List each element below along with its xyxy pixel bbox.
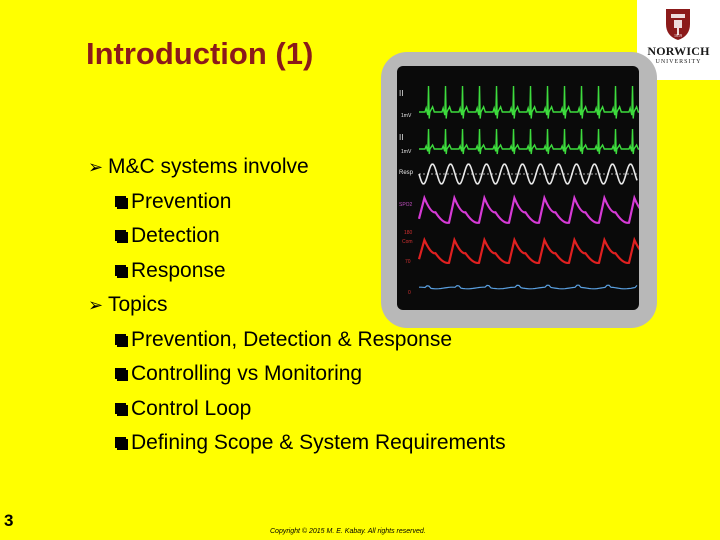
bullet-text: Prevention, Detection & Response [131,327,453,351]
bullet-item: ➢M&C systems involve [88,150,506,185]
monitor-waveforms: II 1mV II 1mV Resp SPO2 180 Com 70 0 [399,85,639,296]
label-spo2: SPO2 [399,202,413,208]
bullet-text: Control Loop [131,396,252,420]
ecg-waveform-top [419,85,639,119]
bullet-text: Response [131,258,226,282]
sub-bullet-item: Prevention [88,185,506,220]
monitor-screen: II 1mV II 1mV Resp SPO2 180 Com 70 0 [397,66,639,310]
logo-name: NORWICH [647,44,710,58]
bullet-text: M&C systems involve [108,155,309,178]
copyright-notice: Copyright © 2015 M. E. Kabay. All rights… [270,528,426,535]
square-bullet-icon [115,195,129,210]
square-bullet-icon [115,368,129,382]
label-abp-70: 70 [405,259,411,265]
patient-monitor-image: II 1mV II 1mV Resp SPO2 180 Com 70 0 [381,52,657,328]
sub-bullet-item: Defining Scope & System Requirements [88,426,506,461]
sub-bullet-item: Response [88,254,506,289]
label-zero: 0 [408,290,411,296]
square-bullet-icon [115,230,129,244]
bullet-text: Detection [131,224,220,247]
sub-bullet-item: Controlling vs Monitoring [88,357,506,392]
bottom-waveform [419,284,638,290]
sub-bullet-item: Detection [88,219,506,254]
square-bullet-icon [115,264,129,279]
label-resp: Resp [399,170,414,176]
square-bullet-icon [115,402,129,417]
resp-waveform [418,163,638,185]
label-abp-180: 180 [404,230,413,236]
label-ii-mid: II [399,133,403,142]
label-abp-name: Com [402,239,413,245]
sub-bullet-item: Prevention, Detection & Response [88,323,506,358]
abp-waveform [417,236,639,265]
label-mv-mid: 1mV [401,149,412,155]
square-bullet-icon [115,333,129,348]
square-bullet-icon [115,437,129,451]
label-ii-top: II [399,89,403,98]
arrow-bullet-icon: ➢ [88,157,104,177]
bullet-text: Prevention [131,189,232,213]
bullet-text: Defining Scope & System Requirements [131,431,506,454]
sub-bullet-item: Control Loop [88,392,506,427]
bullet-text: Topics [108,293,168,316]
crest-year: 1819 [674,33,682,38]
label-mv-top: 1mV [401,113,412,119]
page-number: 3 [4,511,14,530]
bullet-item: ➢Topics [88,288,506,323]
ecg-waveform-mid [419,128,639,155]
slide-title: Introduction (1) [86,36,314,71]
spo2-waveform [417,194,639,224]
bullet-text: Controlling vs Monitoring [131,362,363,385]
logo-sub: UNIVERSITY [655,59,702,65]
arrow-bullet-icon: ➢ [88,295,104,315]
norwich-crest-icon: 1819 [666,9,690,40]
